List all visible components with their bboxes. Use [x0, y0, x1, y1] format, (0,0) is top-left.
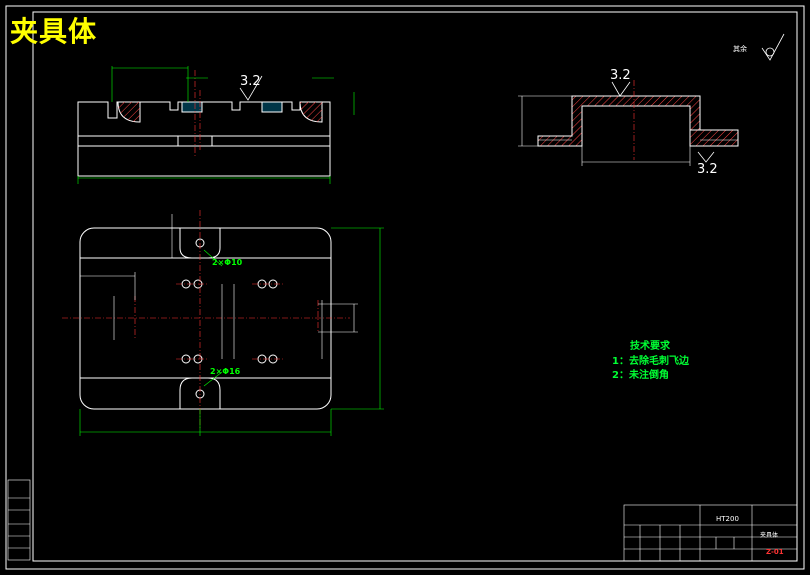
- material-label: HT200: [716, 515, 739, 523]
- top-view-dimensions-green: [79, 227, 384, 436]
- inner-border: [32, 11, 798, 562]
- section-view: [537, 80, 739, 160]
- part-name-label: 夹具体: [760, 532, 779, 539]
- binding-strip: [7, 479, 31, 561]
- drawing-title: 夹具体: [10, 15, 98, 48]
- front-view-hatch: [118, 102, 322, 122]
- top-view: [79, 227, 332, 410]
- roughness-value-section-top: 3.2: [610, 68, 631, 83]
- roughness-value-section-bottom: 3.2: [697, 162, 718, 177]
- roughness-note: 其余: [733, 45, 747, 53]
- tech-requirement-item: 2：未注倒角: [612, 370, 669, 381]
- title-block: [623, 504, 798, 562]
- roughness-symbols: [239, 75, 715, 163]
- front-view-dimensions: [77, 66, 355, 184]
- top-view-centerlines: [62, 210, 350, 430]
- tech-requirement-item: 1：去除毛刺飞边: [612, 356, 689, 367]
- hole-callout-lower: 2×Φ16: [210, 367, 241, 376]
- front-view-centerlines: [194, 70, 201, 156]
- roughness-symbol-corner: [761, 33, 785, 61]
- top-view-dimensions: [80, 214, 358, 359]
- front-view: [77, 101, 331, 177]
- drawing-border: [5, 5, 805, 570]
- tech-requirements-heading: 技术要求: [630, 341, 670, 352]
- drawing-number-label: Z-01: [766, 548, 784, 556]
- section-view-dimensions: [518, 95, 691, 166]
- hole-callout-upper: 2×Φ10: [212, 258, 243, 267]
- roughness-value-front: 3.2: [240, 74, 261, 89]
